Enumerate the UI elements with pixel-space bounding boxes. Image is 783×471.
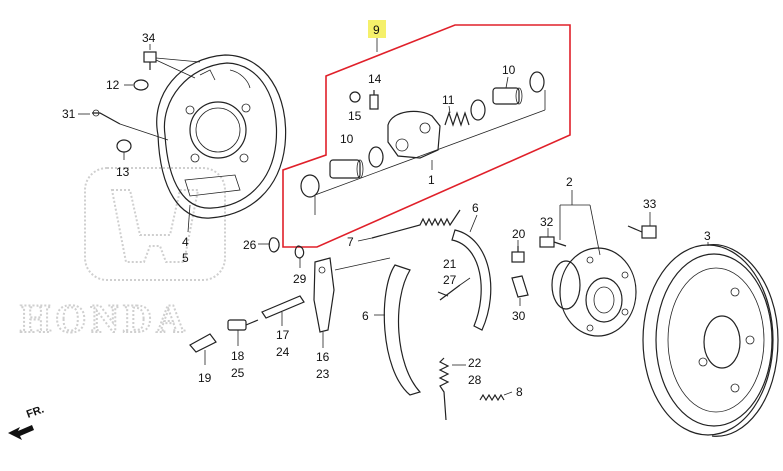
callout-13: 13 (116, 165, 130, 179)
honda-watermark-logo: HONDA (19, 167, 226, 342)
callout-1: 1 (428, 173, 435, 187)
callout-31: 31 (62, 107, 76, 121)
callout-9-highlight (368, 20, 386, 38)
callout-7: 7 (347, 235, 354, 249)
direction-label: FR. (25, 403, 46, 420)
part-15-bleeder-cap (349, 91, 361, 103)
part-13-cap (116, 139, 132, 160)
callout-23: 23 (316, 367, 330, 381)
callout-26: 26 (243, 238, 257, 252)
part-16-parking-lever (313, 257, 335, 333)
part-6-brake-shoe-left (383, 264, 422, 396)
callout-21: 21 (443, 257, 457, 271)
callout-16: 16 (316, 350, 330, 364)
part-20-stud (511, 246, 525, 263)
part-12-grommet (133, 79, 149, 91)
callout-17: 17 (276, 328, 290, 342)
brake-backing-plate (156, 54, 287, 219)
part-cup-right (470, 99, 486, 121)
part-cup-left (368, 146, 384, 168)
part-14-bleeder-screw (369, 90, 379, 110)
callout-27: 27 (443, 273, 457, 287)
part-22-return-spring (438, 357, 450, 421)
callout-4: 4 (182, 235, 189, 249)
wheel-cylinder-highlight-box (282, 24, 571, 248)
part-31-bolt (78, 109, 169, 141)
callout-34: 34 (142, 31, 156, 45)
callout-20: 20 (512, 227, 526, 241)
callout-28: 28 (468, 373, 482, 387)
callout-25: 25 (231, 366, 245, 380)
part-21-retainer (437, 284, 461, 301)
part-2-hub-bearing (551, 247, 637, 337)
callout-11: 11 (442, 93, 455, 107)
callout-30: 30 (512, 309, 526, 323)
callout-2: 2 (566, 175, 573, 189)
part-11-spring (444, 111, 470, 127)
callout-12: 12 (106, 78, 120, 92)
callout-10-right: 10 (502, 63, 516, 77)
part-3-brake-drum (642, 244, 779, 437)
callout-5: 5 (182, 251, 189, 265)
part-19-adjuster-socket (189, 333, 217, 353)
callout-22: 22 (468, 356, 482, 370)
callout-33: 33 (643, 197, 657, 211)
part-10-piston-right (492, 87, 523, 105)
callout-6-right: 6 (472, 201, 479, 215)
part-7-adjuster-spring (371, 209, 461, 239)
callout-19: 19 (198, 371, 212, 385)
callout-10-left: 10 (340, 132, 354, 146)
part-33-bolt (627, 225, 657, 239)
callout-29: 29 (293, 272, 307, 286)
part-32-hub-bolt (539, 236, 567, 248)
part-10-piston-left (329, 159, 364, 179)
callout-3: 3 (704, 229, 711, 243)
callout-24: 24 (276, 345, 290, 359)
callout-8: 8 (516, 385, 523, 399)
part-17-adjuster-bolt (261, 295, 305, 319)
callout-15: 15 (348, 109, 362, 123)
part-26-clip (268, 237, 280, 253)
callout-9: 9 (373, 23, 380, 37)
front-direction-arrow-icon (8, 425, 34, 440)
part-boot-left (300, 174, 320, 198)
part-18-adjuster-wheel (227, 319, 259, 331)
callout-18: 18 (231, 349, 245, 363)
wheel-cylinder-body (387, 110, 441, 159)
callout-14: 14 (368, 72, 382, 86)
part-34-bolt (143, 44, 201, 79)
part-6-brake-shoe-right (451, 229, 492, 331)
part-boot-right (529, 71, 545, 93)
honda-watermark-text: HONDA (20, 296, 189, 341)
part-8-spring (479, 393, 505, 402)
part-30-clip (511, 275, 529, 298)
callout-32: 32 (540, 215, 554, 229)
callout-6-left: 6 (362, 309, 369, 323)
